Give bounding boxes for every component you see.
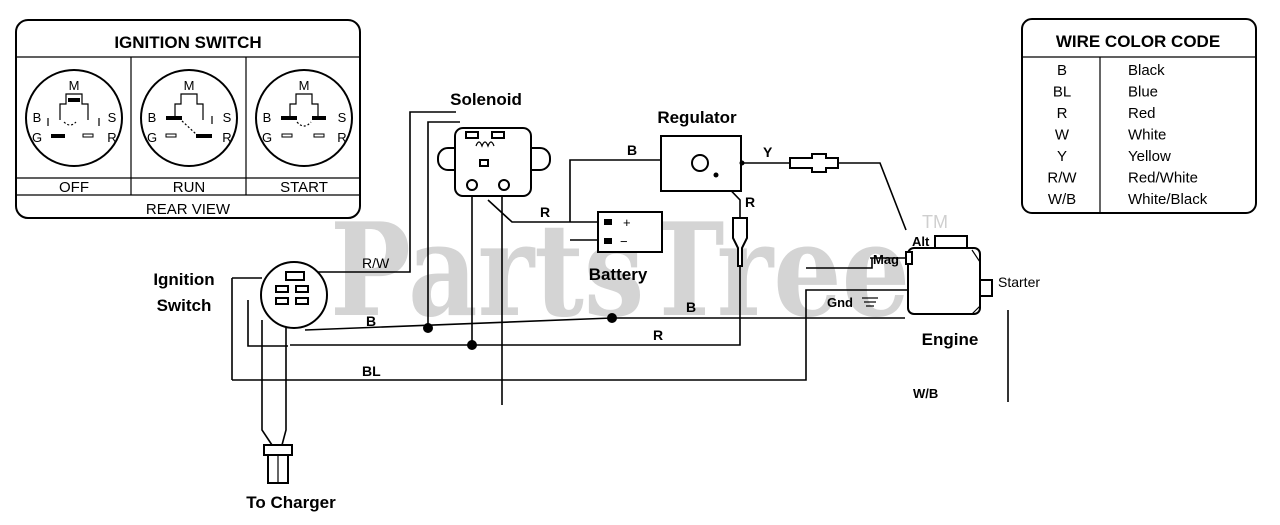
wire-label-y-top: Y <box>763 144 773 160</box>
color-code-abbrev: R <box>1057 105 1068 122</box>
terminal-g-label: G <box>262 130 272 145</box>
mag-terminal-label: Mag <box>873 252 899 267</box>
to-charger-label: To Charger <box>246 493 336 512</box>
gnd-terminal-label: Gnd <box>827 295 853 310</box>
terminal-s-label: S <box>223 110 232 125</box>
wire-label-r-battery: R <box>540 204 550 220</box>
wire-label-rw: R/W <box>362 255 390 271</box>
wire-color-code-title: WIRE COLOR CODE <box>1056 32 1220 51</box>
wire-label-b-right: B <box>686 299 696 315</box>
wire-label-b-top: B <box>627 142 637 158</box>
switch-position-start: M B G S R <box>255 69 353 167</box>
regulator-label: Regulator <box>657 108 737 127</box>
terminal-r-label: R <box>222 130 231 145</box>
wiring <box>231 111 1009 446</box>
wire-label-bl: BL <box>362 363 381 379</box>
color-code-name: Yellow <box>1128 148 1171 165</box>
switch-position-run: M B G S R <box>140 69 238 167</box>
terminal-b-label: B <box>263 110 272 125</box>
color-code-abbrev: W <box>1055 127 1070 144</box>
color-code-abbrev: W/B <box>1048 191 1076 208</box>
color-code-name: Red <box>1128 105 1156 122</box>
terminal-g-label: G <box>147 130 157 145</box>
regulator: Regulator <box>657 108 745 192</box>
position-off-label: OFF <box>59 179 89 196</box>
switch-position-off: M B G S R <box>25 69 123 167</box>
wire-labels: R/W B R B Y R B BL W/B R <box>362 142 938 401</box>
color-code-abbrev: BL <box>1053 84 1071 101</box>
r-connector <box>732 217 748 267</box>
solenoid: Solenoid <box>437 90 551 197</box>
battery-plus: + <box>623 215 631 230</box>
color-code-name: White/Black <box>1128 191 1208 208</box>
color-code-abbrev: R/W <box>1047 170 1077 187</box>
charger-plug: To Charger <box>246 444 336 512</box>
terminal-r-label: R <box>337 130 346 145</box>
solenoid-label: Solenoid <box>450 90 522 109</box>
battery: + − Battery <box>589 211 663 284</box>
terminal-r-label: R <box>107 130 116 145</box>
terminal-b-label: B <box>33 110 42 125</box>
color-code-name: Blue <box>1128 84 1158 101</box>
engine-label: Engine <box>922 330 979 349</box>
color-code-name: Red/White <box>1128 170 1198 187</box>
ignition-switch-label-1: Ignition <box>153 270 214 289</box>
color-code-name: White <box>1128 127 1166 144</box>
terminal-s-label: S <box>108 110 117 125</box>
terminal-m-label: M <box>69 78 80 93</box>
position-start-label: START <box>280 179 328 196</box>
position-run-label: RUN <box>173 179 206 196</box>
y-connector <box>789 153 839 173</box>
alt-terminal-label: Alt <box>912 234 930 249</box>
terminal-m-label: M <box>184 78 195 93</box>
wire-label-r-regulator: R <box>745 194 755 210</box>
wire-label-r-mid: R <box>653 327 663 343</box>
ignition-switch: Ignition Switch <box>153 261 328 329</box>
starter-terminal-label: Starter <box>998 274 1040 290</box>
terminal-s-label: S <box>338 110 347 125</box>
watermark-tm: TM <box>922 212 948 232</box>
color-code-name: Black <box>1128 62 1165 79</box>
ignition-switch-panel: IGNITION SWITCH REAR VIEW M B G S R OFF … <box>15 19 361 219</box>
battery-label: Battery <box>589 265 648 284</box>
color-code-abbrev: Y <box>1057 148 1067 165</box>
terminal-m-label: M <box>299 78 310 93</box>
ignition-panel-footer: REAR VIEW <box>146 201 231 218</box>
terminal-b-label: B <box>148 110 157 125</box>
ignition-panel-title: IGNITION SWITCH <box>114 33 261 52</box>
wire-label-b-left: B <box>366 313 376 329</box>
battery-minus: − <box>620 234 628 249</box>
terminal-g-label: G <box>32 130 42 145</box>
engine: Engine Alt Mag Gnd Starter <box>827 234 1040 349</box>
ignition-switch-label-2: Switch <box>157 296 212 315</box>
wire-label-wb: W/B <box>913 386 938 401</box>
color-code-abbrev: B <box>1057 62 1067 79</box>
